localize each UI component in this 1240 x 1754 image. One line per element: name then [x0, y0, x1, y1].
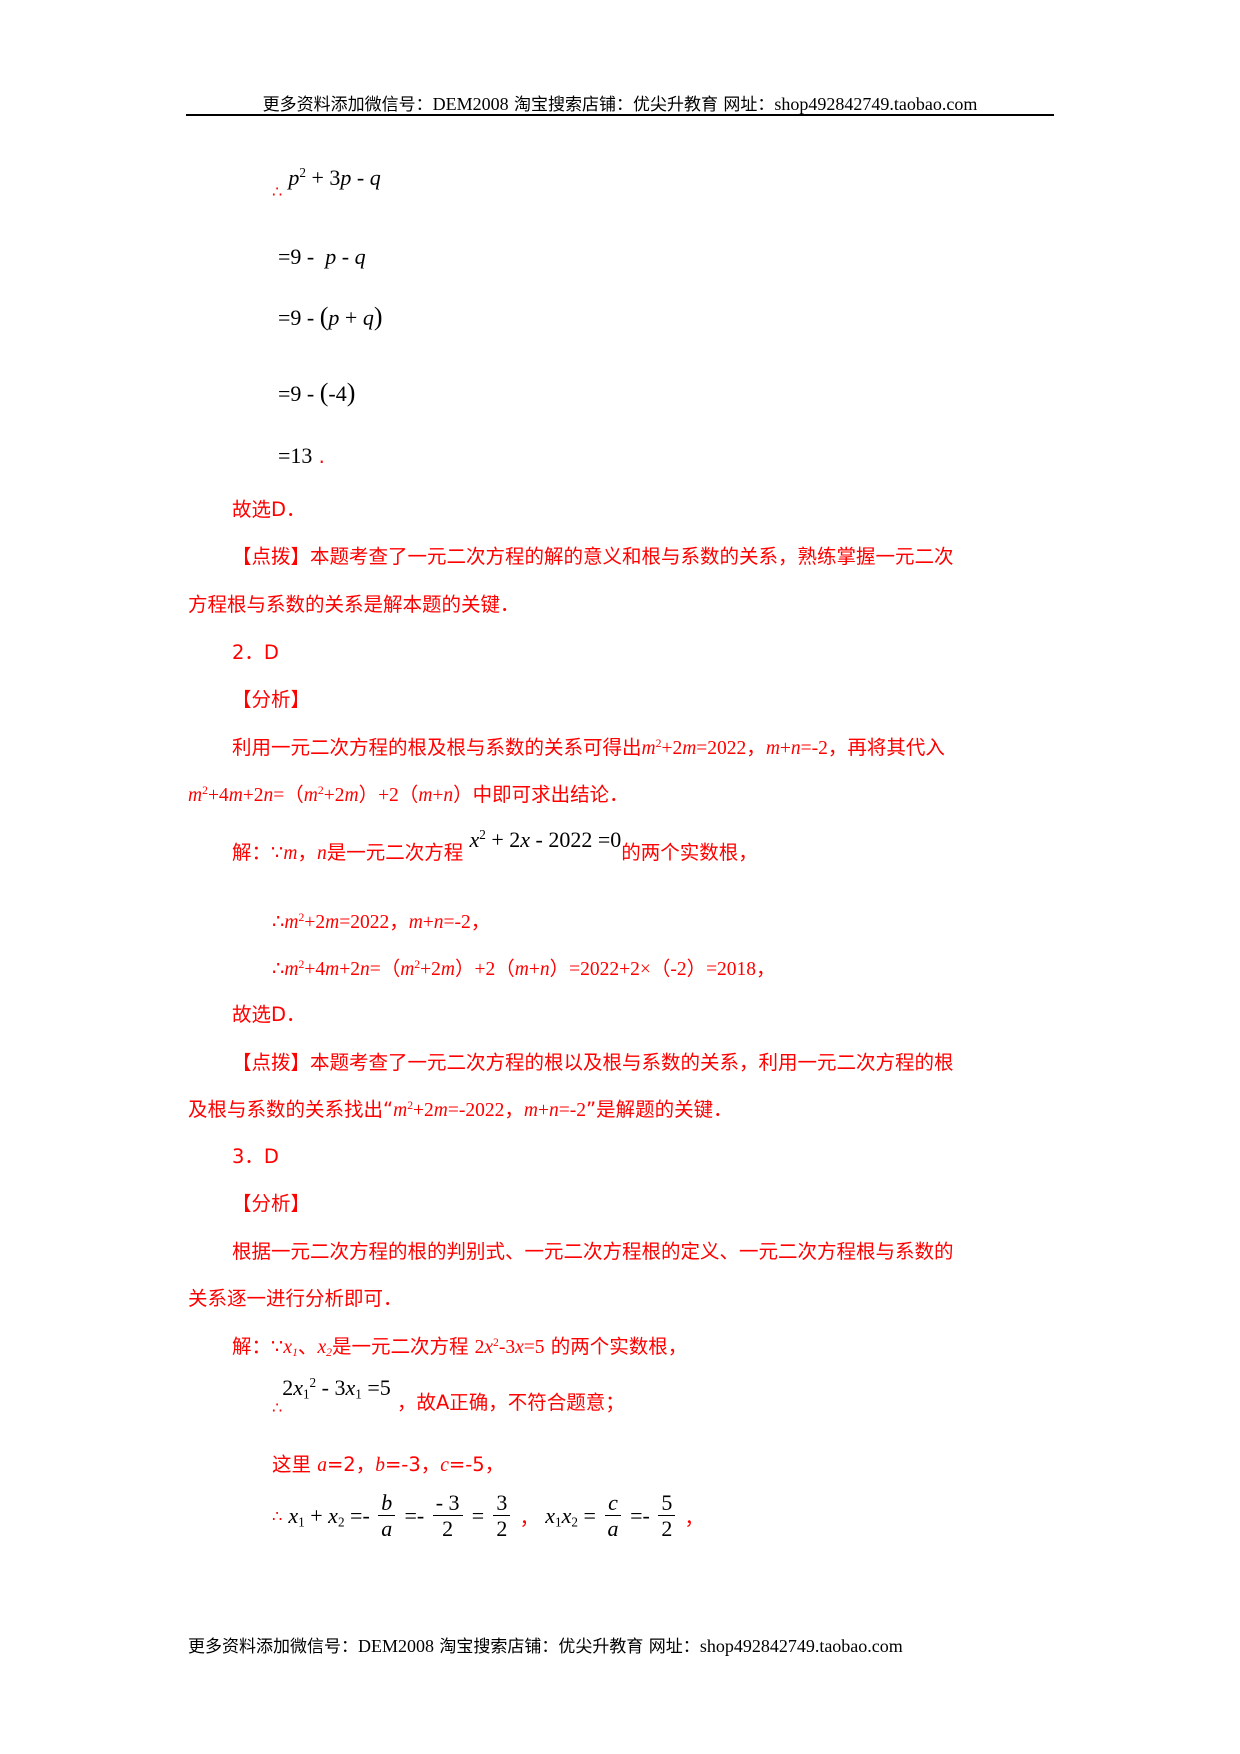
- q2-conclusion: 故选D．: [232, 1003, 306, 1026]
- q2-analysis-line-1: 利用一元二次方程的根及根与系数的关系可得出m2+2m=2022，m+n=-2，再…: [232, 736, 945, 759]
- q1-tip-line-2: 方程根与系数的关系是解本题的关键．: [188, 593, 520, 616]
- header-text-2: 淘宝搜索店铺：优尖升教育 网址：: [508, 95, 775, 115]
- footer-text-1: 更多资料添加微信号：: [188, 1637, 358, 1657]
- q3-analysis-line-1: 根据一元二次方程的根的判别式、一元二次方程根的定义、一元二次方程根与系数的: [232, 1240, 954, 1263]
- page-footer: 更多资料添加微信号：DEM2008 淘宝搜索店铺：优尖升教育 网址：shop49…: [188, 1632, 903, 1657]
- q3-analysis-line-2: 关系逐一进行分析即可．: [188, 1287, 403, 1310]
- q1-conclusion: 故选D．: [232, 498, 306, 521]
- q2-analysis-title: 【分析】: [232, 688, 311, 711]
- q2-solution-intro: 解：∵m，n是一元二次方程 x2 + 2x - 2022 =0的两个实数根，: [232, 827, 758, 864]
- q2-number: 2．D: [232, 641, 279, 664]
- q1-therefore-line: ∴ p2 + 3p - q: [272, 165, 381, 201]
- q1-step-3: =9 - (p + q): [278, 302, 383, 331]
- therefore-symbol: ∴: [272, 182, 283, 201]
- q3-analysis-title: 【分析】: [232, 1192, 311, 1215]
- q2-step-2: ∴m2+4m+2n=（m2+2m）+2（m+n）=2022+2×（-2）=201…: [272, 957, 776, 980]
- q3-step-1: ∴2x12 - 3x1 =5 ，故A正确，不符合题意；: [272, 1375, 625, 1417]
- q2-step-1: ∴m2+2m=2022，m+n=-2，: [272, 910, 491, 933]
- q2-tip-line-1: 【点拨】本题考查了一元二次方程的根以及根与系数的关系，利用一元二次方程的根: [232, 1051, 954, 1074]
- footer-text-2: 淘宝搜索店铺：优尖升教育 网址：: [434, 1637, 700, 1657]
- q3-coefficients: 这里 a=2，b=-3，c=-5，: [272, 1453, 505, 1476]
- header-divider: [186, 114, 1054, 116]
- header-wechat: DEM2008: [432, 94, 509, 114]
- q3-step1-equation: 2x12 - 3x1 =5: [282, 1375, 391, 1402]
- q1-step-4: =9 - (-4): [278, 378, 356, 407]
- q2-analysis-line-2: m2+4m+2n=（m2+2m）+2（m+n）中即可求出结论．: [188, 783, 629, 806]
- q1-step-5: =13 .: [278, 443, 325, 468]
- header-text-1: 更多资料添加微信号：: [262, 95, 433, 115]
- footer-url: shop492842749.taobao.com: [699, 1636, 903, 1656]
- q3-number: 3．D: [232, 1145, 279, 1168]
- header-url: shop492842749.taobao.com: [774, 94, 978, 114]
- q1-tip-line-1: 【点拨】本题考查了一元二次方程的解的意义和根与系数的关系，熟练掌握一元二次: [232, 545, 954, 568]
- q2-equation: x2 + 2x - 2022 =0: [469, 827, 622, 852]
- q2-tip-line-2: 及根与系数的关系找出“m2+2m=-2022，m+n=-2”是解题的关键．: [188, 1098, 733, 1121]
- q1-expression: p2 + 3p - q: [288, 165, 381, 190]
- q1-step-2: =9 - p - q: [278, 244, 366, 269]
- footer-wechat: DEM2008: [358, 1636, 434, 1656]
- q3-solution-intro: 解：∵x1、x2是一元二次方程 2x2-3x=5 的两个实数根，: [232, 1335, 688, 1359]
- page-header: 更多资料添加微信号：DEM2008 淘宝搜索店铺：优尖升教育 网址：shop49…: [186, 90, 1054, 115]
